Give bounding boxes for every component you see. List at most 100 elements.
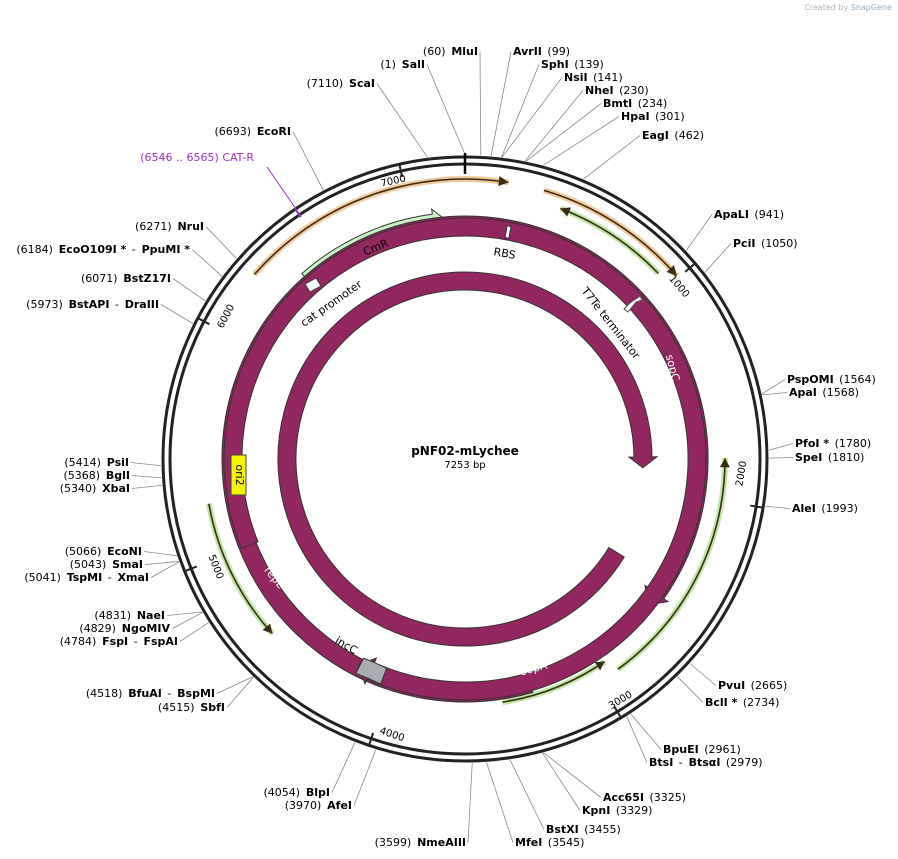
site-label-smai: (5043) SmaI xyxy=(70,558,143,571)
primer-cat-r-label: (6546 .. 6565) CAT-R xyxy=(140,151,254,164)
site-enzyme: PciI xyxy=(733,237,755,250)
site-eagi: EagI (462) xyxy=(583,129,704,180)
site-bcli: BclI * (2734) xyxy=(677,676,779,709)
site-enzyme: BstZ17I xyxy=(120,272,171,285)
site-label-mfei: MfeI (3545) xyxy=(515,836,584,849)
site-label-econi: (5066) EcoNI xyxy=(65,545,142,558)
site-position: (5041) xyxy=(24,571,61,584)
site-enzyme: TspMI xyxy=(63,571,102,584)
backbone xyxy=(161,155,769,763)
t7te-arrow xyxy=(623,295,643,313)
site-leader-nsii xyxy=(501,77,563,158)
site-enzyme: EcoNI xyxy=(103,545,142,558)
orf-arcs xyxy=(205,176,730,706)
site-afei: (3970) AfeI xyxy=(285,749,377,812)
orf-right-green-arrowhead xyxy=(560,207,571,217)
site-enzyme: FspI xyxy=(98,635,128,648)
rbs-mark xyxy=(504,225,512,239)
site-position: (99) xyxy=(544,45,570,58)
site-enzyme: BspMI xyxy=(173,687,215,700)
site-enzyme: Acc65I xyxy=(603,791,644,804)
site-enzyme: XmaI xyxy=(114,571,149,584)
site-label-pcii: PciI (1050) xyxy=(733,237,798,250)
site-position: (5066) xyxy=(65,545,102,558)
orf-right-lower xyxy=(616,458,730,672)
site-position: (1568) xyxy=(819,386,859,399)
site-label-tspmi: (5041) TspMI - XmaI xyxy=(24,571,149,584)
site-label-alei: AleI (1993) xyxy=(792,502,858,515)
site-nmeaiii: (3599) NmeAIII xyxy=(375,762,473,849)
site-pfoi: PfoI * (1780) xyxy=(768,437,871,451)
site-leader-avrii xyxy=(490,51,512,157)
site-sbfi: (4515) SbfI xyxy=(158,677,254,714)
site-enzyme: BstXI xyxy=(546,823,579,836)
site-leader-bgli xyxy=(131,475,162,479)
site-position: (7110) xyxy=(307,77,344,90)
site-position: (1) xyxy=(380,58,396,71)
site-position: (230) xyxy=(616,84,649,97)
site-leader-ecoo109i xyxy=(191,249,223,277)
site-scai: (7110) ScaI xyxy=(307,77,428,158)
site-bstxi: BstXI (3455) xyxy=(509,759,621,836)
site-position: (139) xyxy=(571,58,604,71)
site-label-bgli: (5368) BglI xyxy=(63,469,130,482)
site-leader-nmeaiii xyxy=(467,762,473,843)
orf-cmr-top-line xyxy=(253,178,509,276)
orf-bottom xyxy=(502,659,607,706)
orf-right-upper-line xyxy=(543,189,678,277)
site-enzyme: PpuMI * xyxy=(138,243,190,256)
site-label-nsii: NsiI (141) xyxy=(564,71,623,84)
site-leader-tspmi xyxy=(150,561,180,578)
site-label-naei: (4831) NaeI xyxy=(94,609,165,622)
site-position: - xyxy=(130,635,137,648)
site-enzyme: SbfI xyxy=(196,701,225,714)
site-enzyme: AvrII xyxy=(513,45,542,58)
site-leader-ecori xyxy=(292,131,324,191)
site-position: - xyxy=(675,756,682,769)
site-pcii: PciI (1050) xyxy=(704,237,798,273)
feature-repe-arrow xyxy=(223,217,707,701)
site-position: (3325) xyxy=(646,791,686,804)
site-position: (1993) xyxy=(818,502,858,515)
ori2-label: ori2 xyxy=(233,464,246,485)
site-bgli: (5368) BglI xyxy=(63,469,162,482)
tick-6000 xyxy=(197,317,210,326)
site-leader-xbai xyxy=(131,484,163,489)
site-leader-scai xyxy=(376,83,428,158)
tick-7000 xyxy=(398,164,404,178)
site-leader-naei xyxy=(166,611,203,616)
site-leader-smai xyxy=(144,561,179,565)
site-leader-apai xyxy=(762,392,788,396)
site-label-pspomi: PspOMI (1564) xyxy=(787,373,876,386)
site-leader-mlui xyxy=(479,51,482,156)
orf-right-green-line xyxy=(560,207,659,274)
site-enzyme: AfeI xyxy=(323,799,352,812)
site-position: (1810) xyxy=(824,451,864,464)
site-label-sali: (1) SalI xyxy=(380,58,425,71)
site-label-ecori: (6693) EcoRI xyxy=(214,125,291,138)
backbone-outer-ring xyxy=(161,155,769,763)
site-bfuai: (4518) BfuAI - BspMI xyxy=(86,676,254,700)
site-position: (5414) xyxy=(64,456,101,469)
site-position: (4054) xyxy=(263,786,300,799)
site-position: - xyxy=(164,687,171,700)
tick-4000 xyxy=(368,732,375,746)
rbs-label: RBS xyxy=(493,245,517,262)
site-econi: (5066) EcoNI xyxy=(65,545,177,558)
site-label-nmeaiii: (3599) NmeAIII xyxy=(375,836,466,849)
orf-left xyxy=(205,503,275,636)
site-label-bmti: BmtI (234) xyxy=(603,97,667,110)
site-enzyme: SmaI xyxy=(108,558,143,571)
site-psii: (5414) PsiI xyxy=(64,456,162,469)
orf-bottom-line xyxy=(502,660,606,703)
site-position: (60) xyxy=(423,45,446,58)
site-enzyme: EagI xyxy=(642,129,669,142)
site-label-ngomiv: (4829) NgoMIV xyxy=(79,622,170,635)
site-enzyme: BtsI xyxy=(649,756,673,769)
site-leader-bcli xyxy=(677,676,704,703)
site-position: (941) xyxy=(751,208,784,221)
site-smai: (5043) SmaI xyxy=(70,558,179,571)
site-leader-sphi xyxy=(501,64,540,158)
site-position: (301) xyxy=(652,110,685,123)
